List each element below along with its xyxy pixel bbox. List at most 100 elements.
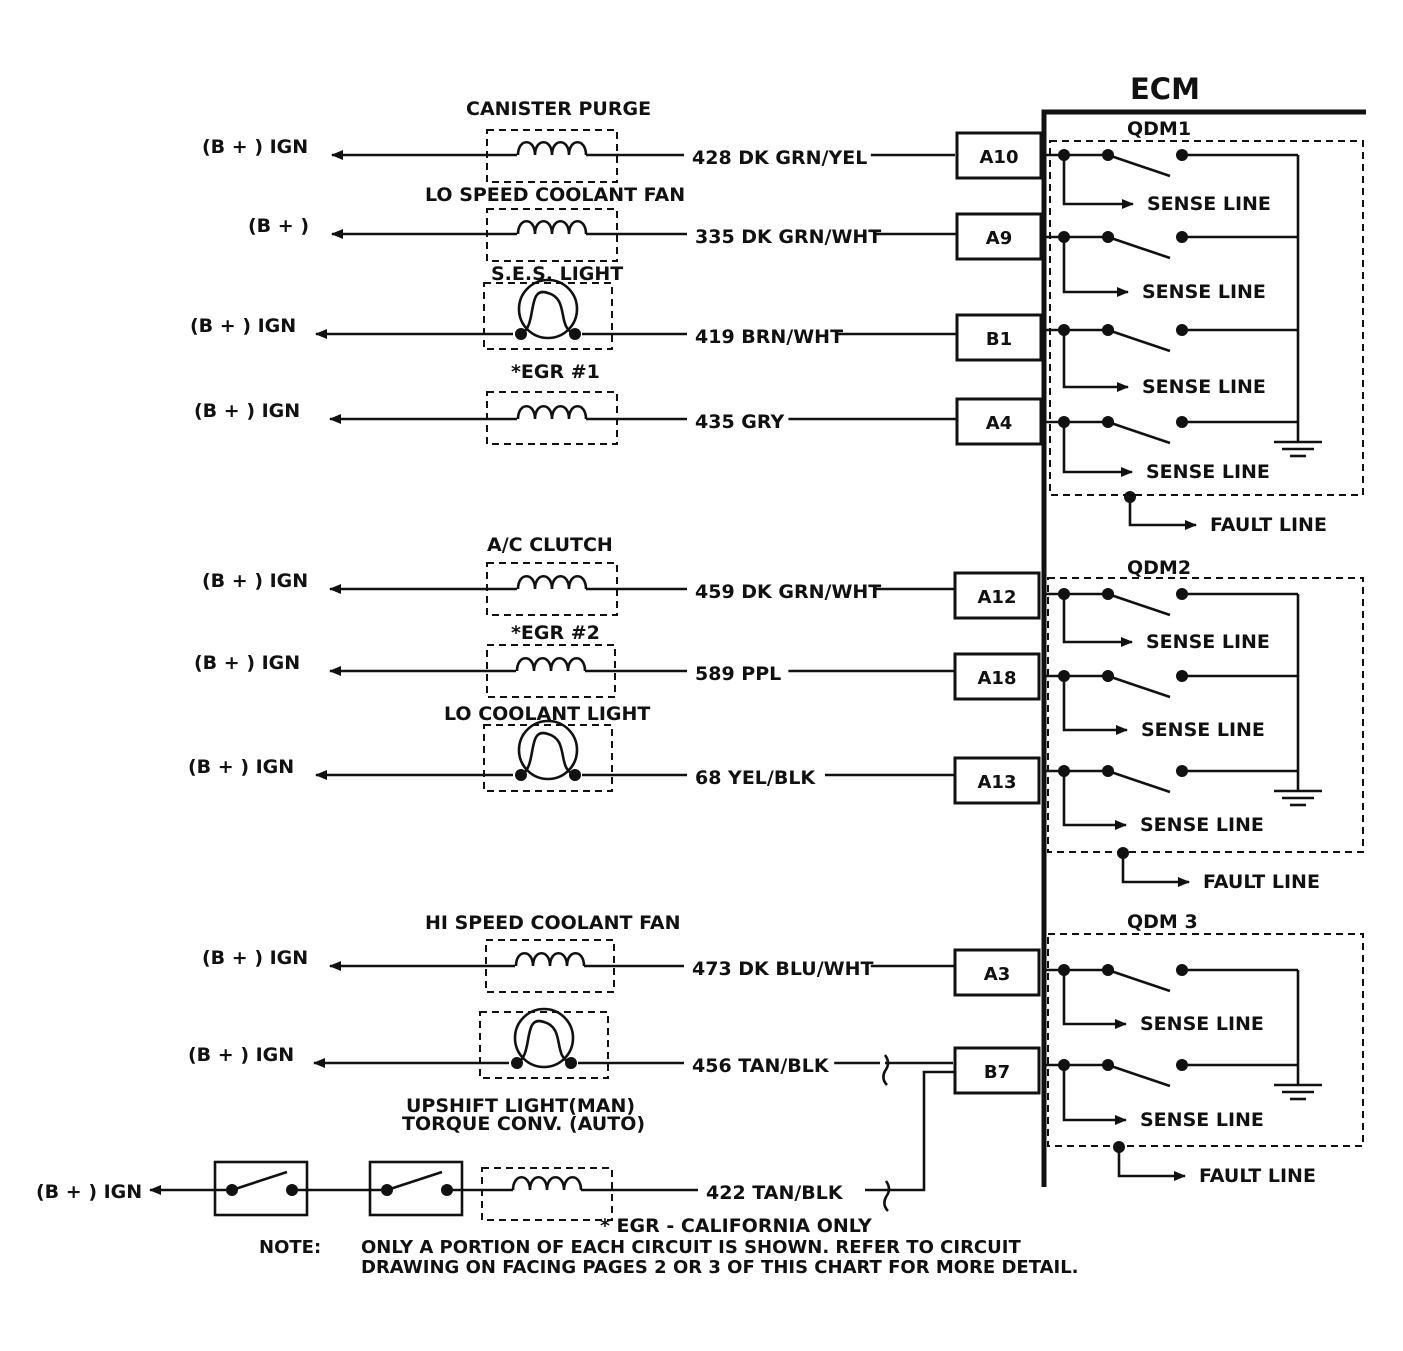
- pin-label: A12: [978, 587, 1017, 608]
- lamp-icon: [517, 278, 579, 340]
- pin-label: B7: [984, 1062, 1010, 1083]
- sense-line-label: SENSE LINE: [1140, 1109, 1264, 1131]
- wire-label: 459 DK GRN/WHT: [695, 581, 881, 603]
- sense-line-arrow: [1062, 330, 1129, 392]
- solenoid-coil-icon: [516, 574, 588, 590]
- supply-label: (B + ) IGN: [202, 947, 308, 969]
- device-label: S.E.S. LIGHT: [491, 263, 623, 285]
- switch-blade: [231, 1170, 288, 1192]
- wire-label: 473 DK BLU/WHT: [692, 958, 874, 980]
- device-box: [483, 724, 613, 792]
- wire-label: 68 YEL/BLK: [695, 767, 816, 789]
- qdm-name: QDM2: [1127, 557, 1191, 579]
- lamp-filament: [520, 290, 576, 336]
- b7-splice-wire: [865, 1070, 955, 1192]
- solenoid-coil-icon: [516, 404, 588, 420]
- sense-line-arrow: [1062, 970, 1127, 1029]
- switch-blade: [1107, 420, 1171, 445]
- device-box: [481, 1167, 613, 1221]
- ecm-title: ECM: [1130, 72, 1200, 106]
- supply-label: (B + ) IGN: [190, 315, 296, 337]
- fault-line-arrow: [1117, 1147, 1186, 1181]
- qdm-name: QDM1: [1127, 118, 1191, 140]
- sense-line-arrow: [1062, 1065, 1127, 1125]
- sense-line-label: SENSE LINE: [1140, 1013, 1264, 1035]
- pin-label: A3: [984, 964, 1010, 985]
- supply-label: (B + ) IGN: [36, 1181, 142, 1203]
- supply-label: (B + ) IGN: [194, 652, 300, 674]
- qdm-name: QDM 3: [1127, 911, 1198, 933]
- wire-label: 335 DK GRN/WHT: [695, 226, 881, 248]
- supply-label: (B + ) IGN: [202, 570, 308, 592]
- device-label: LO COOLANT LIGHT: [444, 703, 650, 725]
- device-box: [486, 644, 616, 698]
- pin-label: A10: [980, 147, 1019, 168]
- solenoid-coil-icon: [511, 1175, 583, 1191]
- device-label: LO SPEED COOLANT FAN: [425, 184, 685, 206]
- sense-line-arrow: [1062, 237, 1129, 297]
- lamp-terminal: [515, 328, 527, 340]
- upshift-label: UPSHIFT LIGHT(MAN): [406, 1095, 635, 1117]
- pin-label: A4: [986, 413, 1012, 434]
- wire-label: 589 PPL: [695, 663, 781, 685]
- switch-blade: [1107, 1063, 1171, 1088]
- sense-line-arrow: [1062, 594, 1133, 647]
- wire-break-mark: [882, 1054, 890, 1086]
- supply-label: (B + ): [248, 215, 309, 237]
- device-label: *EGR #2: [511, 622, 600, 644]
- sense-line-label: SENSE LINE: [1140, 814, 1264, 836]
- wire-break-mark: [883, 1180, 891, 1212]
- sense-line-label: SENSE LINE: [1142, 281, 1266, 303]
- sense-line-arrow: [1062, 676, 1128, 735]
- lamp-filament: [520, 731, 576, 777]
- solenoid-coil-icon: [516, 140, 588, 156]
- switch-blade: [1107, 592, 1171, 617]
- pin-label: A9: [986, 228, 1012, 249]
- switch-blade: [1107, 674, 1171, 699]
- supply-label: (B + ) IGN: [188, 756, 294, 778]
- lamp-terminal: [511, 1057, 523, 1069]
- ecm-pin-box: [953, 1046, 1041, 1095]
- ecm-pin-box: [953, 652, 1041, 701]
- qdm-box: [1047, 577, 1364, 853]
- pin-label: B1: [986, 329, 1012, 350]
- solenoid-coil-icon: [515, 656, 587, 672]
- device-box: [485, 939, 615, 993]
- wire-label: 428 DK GRN/YEL: [692, 147, 867, 169]
- wire-label: 419 BRN/WHT: [695, 326, 843, 348]
- sense-line-label: SENSE LINE: [1147, 193, 1271, 215]
- device-label: HI SPEED COOLANT FAN: [425, 912, 680, 934]
- note-line-1: ONLY A PORTION OF EACH CIRCUIT IS SHOWN.…: [361, 1237, 1021, 1258]
- fault-line-label: FAULT LINE: [1203, 871, 1320, 893]
- pin-label: A18: [978, 668, 1017, 689]
- pin-label: A13: [978, 772, 1017, 793]
- qdm-box: [1047, 933, 1364, 1147]
- ecm-pin-box: [955, 212, 1043, 261]
- sense-line-label: SENSE LINE: [1146, 631, 1270, 653]
- ecm-pin-box: [953, 571, 1041, 620]
- lamp-terminal: [565, 1057, 577, 1069]
- fault-line-arrow: [1128, 497, 1197, 530]
- sense-line-label: SENSE LINE: [1141, 719, 1265, 741]
- torque-conv-label: TORQUE CONV. (AUTO): [402, 1113, 645, 1135]
- solenoid-coil-icon: [516, 219, 588, 235]
- circuit-row: HI SPEED COOLANT FAN (B + ) IGN 473 DK BLU…: [202, 912, 1041, 997]
- fault-line-label: FAULT LINE: [1199, 1165, 1316, 1187]
- supply-label: (B + ) IGN: [194, 400, 300, 422]
- egr-footnote: * EGR - CALIFORNIA ONLY: [600, 1215, 872, 1237]
- fault-line-label: FAULT LINE: [1210, 514, 1327, 536]
- sense-line-arrow: [1062, 771, 1127, 830]
- switch-blade: [1107, 153, 1171, 178]
- lamp-filament: [516, 1019, 572, 1065]
- device-label: *EGR #1: [511, 361, 600, 383]
- device-box: [479, 1011, 609, 1079]
- sense-line-arrow: [1062, 422, 1133, 477]
- ecm-pin-box: [955, 313, 1043, 362]
- switch-blade: [1107, 235, 1171, 260]
